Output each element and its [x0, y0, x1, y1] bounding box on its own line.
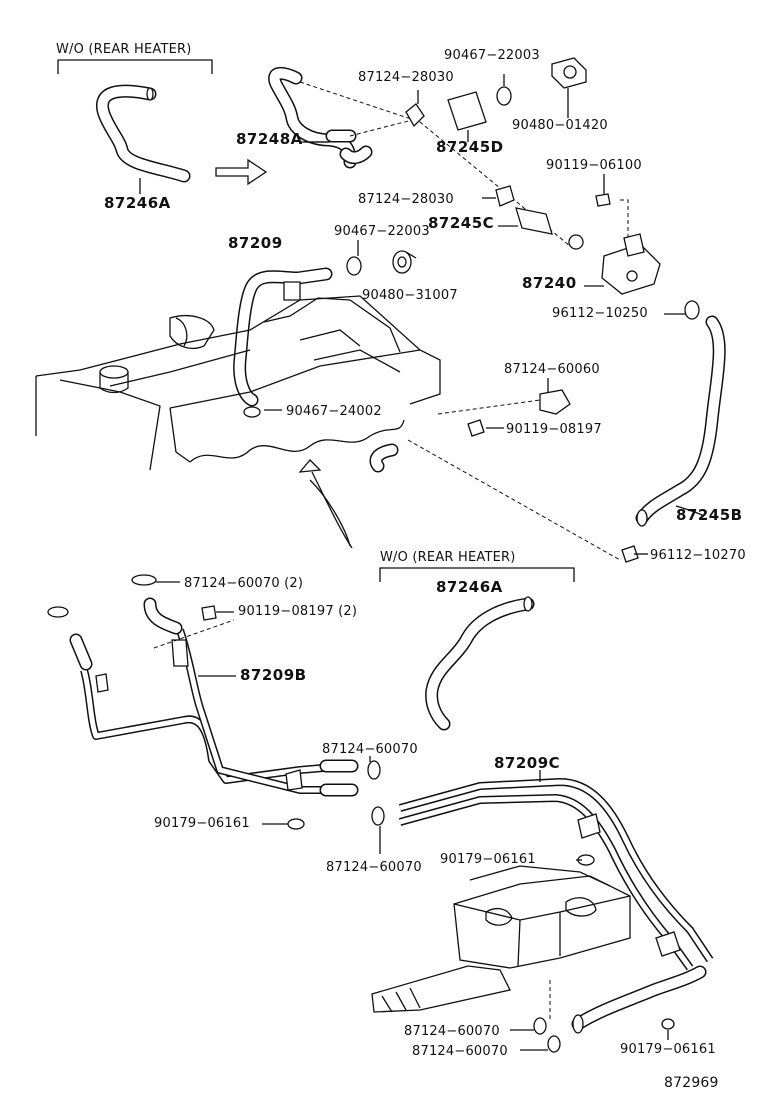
- label-87124-60070-a: 87124−60070: [322, 742, 418, 757]
- label-87245B: 87245B: [676, 506, 743, 524]
- label-87124-28030-b: 87124−28030: [358, 192, 454, 207]
- label-90179-06161-a: 90179−06161: [154, 816, 250, 831]
- guide-line-5: [407, 439, 621, 561]
- label-87248A: 87248A: [236, 130, 303, 148]
- label-87124-60070-b: 87124−60070: [326, 860, 422, 875]
- engine-block: [35, 295, 441, 547]
- label-90467-22003-b: 90467−22003: [334, 224, 430, 239]
- grommet-90480-01420[interactable]: [551, 57, 587, 118]
- label-87245C: 87245C: [428, 214, 495, 232]
- label-wo-rear-heater-mid: W/O (REAR HEATER): [380, 550, 516, 565]
- label-87209: 87209: [228, 234, 283, 252]
- clamps-87124-60070-center[interactable]: [367, 760, 385, 826]
- label-87240: 87240: [522, 274, 577, 292]
- hose-87245C[interactable]: [515, 207, 553, 235]
- label-90179-06161-b: 90179−06161: [440, 852, 536, 867]
- label-90119-06100: 90119−06100: [546, 158, 642, 173]
- bolt-90119-06100[interactable]: [595, 174, 611, 207]
- bracket-wo-rear-heater-top: [57, 59, 213, 74]
- arrow-up-engine: [298, 459, 353, 549]
- label-96112-10250: 96112−10250: [552, 306, 648, 321]
- pipe-87209B[interactable]: [69, 597, 359, 797]
- label-wo-rear-heater-top: W/O (REAR HEATER): [56, 42, 192, 57]
- hose-heater-outlet: [571, 965, 707, 1034]
- arrow-right: [215, 158, 268, 186]
- clamp-96112-10250[interactable]: [684, 300, 700, 320]
- hose-87248A[interactable]: [268, 67, 373, 169]
- label-87246A-top: 87246A: [104, 194, 171, 212]
- bracket-87124-60060[interactable]: [539, 378, 571, 415]
- hose-87246A-mid[interactable]: [425, 596, 535, 731]
- clip-small-top[interactable]: [568, 234, 584, 250]
- pipe-87209C[interactable]: [398, 778, 714, 971]
- label-87246A-mid: 87246A: [436, 578, 503, 596]
- label-90480-31007: 90480−31007: [362, 288, 458, 303]
- label-87124-60070-c: 87124−60070: [404, 1024, 500, 1039]
- clamp-90467-22003-a[interactable]: [496, 74, 512, 106]
- bolt-90119-08197-pair[interactable]: [201, 605, 217, 621]
- label-90467-24002: 90467−24002: [286, 404, 382, 419]
- hose-87245D[interactable]: [447, 91, 487, 142]
- clip-87124-28030-b[interactable]: [495, 185, 515, 207]
- guide-line-3: [620, 199, 629, 242]
- guide-line-1: [299, 81, 571, 247]
- clip-87124-28030-a[interactable]: [405, 90, 425, 128]
- clip-87124-60070-pair[interactable]: [47, 574, 157, 618]
- clamp-90467-22003-b[interactable]: [346, 240, 362, 276]
- label-87245D: 87245D: [436, 138, 504, 156]
- hose-87245B[interactable]: [635, 315, 726, 527]
- guide-line-2: [349, 117, 421, 137]
- label-87124-60070-2: 87124−60070 (2): [184, 576, 304, 591]
- clip-90179-06161-a[interactable]: [287, 818, 305, 830]
- clip-90179-06161-c[interactable]: [661, 1018, 675, 1030]
- label-90467-22003-a: 90467−22003: [444, 48, 540, 63]
- label-90179-06161-c: 90179−06161: [620, 1042, 716, 1057]
- label-96112-10270: 96112−10270: [650, 548, 746, 563]
- hose-87246A-top[interactable]: [96, 84, 191, 194]
- hose-stub-engine: [369, 443, 399, 473]
- guide-line-6: [153, 619, 235, 649]
- label-87209C: 87209C: [494, 754, 561, 772]
- grommet-90480-31007[interactable]: [392, 250, 412, 274]
- bracket-wo-rear-heater-mid: [379, 567, 575, 582]
- valve-87240[interactable]: [601, 233, 661, 295]
- label-87124-60060: 87124−60060: [504, 362, 600, 377]
- label-87124-28030-a: 87124−28030: [358, 70, 454, 85]
- label-90119-08197-2: 90119−08197 (2): [238, 604, 358, 619]
- bolt-90119-08197[interactable]: [467, 419, 485, 437]
- label-90480-01420: 90480−01420: [512, 118, 608, 133]
- clamps-87124-60070-bottom[interactable]: [533, 1017, 561, 1053]
- label-90119-08197: 90119−08197: [506, 422, 602, 437]
- heater-unit: [371, 865, 631, 1013]
- label-87209B: 87209B: [240, 666, 307, 684]
- diagram-id: 872969: [664, 1075, 719, 1091]
- clip-90467-24002[interactable]: [243, 406, 261, 418]
- leader-lines: [156, 141, 705, 1051]
- label-87124-60070-d: 87124−60070: [412, 1044, 508, 1059]
- guide-line-4: [437, 399, 541, 415]
- clamp-96112-10270[interactable]: [621, 545, 639, 563]
